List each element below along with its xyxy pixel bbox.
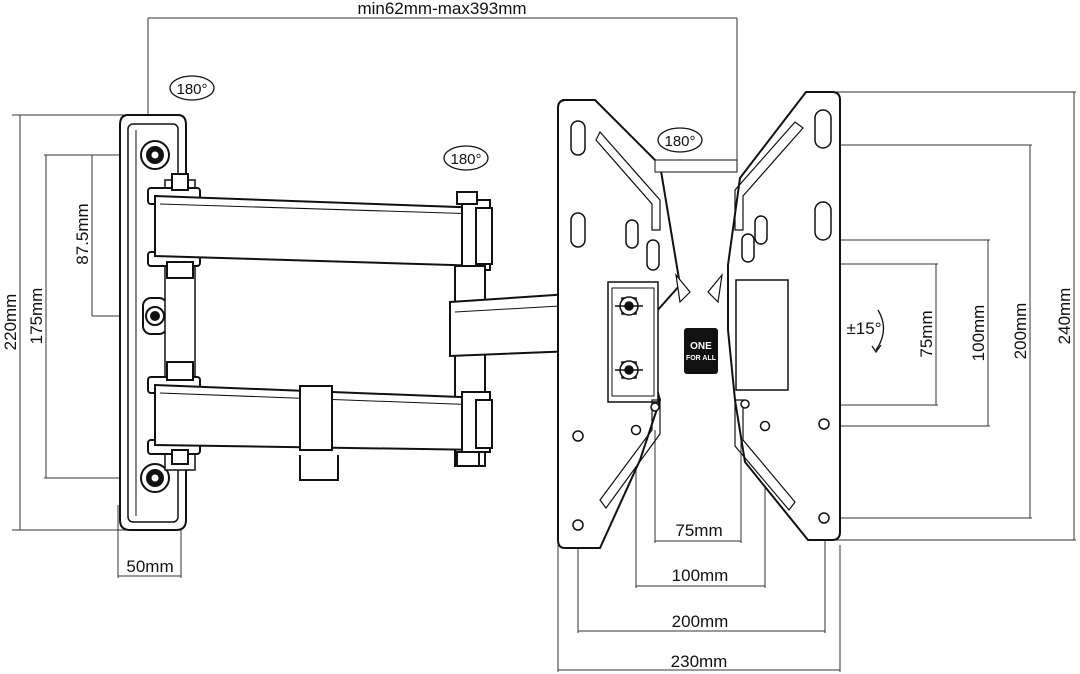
upper-arm	[147, 173, 493, 279]
vesa-plate	[557, 91, 841, 549]
rotation-plate-label: 180°	[664, 133, 695, 150]
height-175-label: 175mm	[27, 288, 46, 345]
logo-line2: FOR ALL	[686, 355, 717, 362]
tilt-knob-bottom	[615, 360, 643, 380]
arm-range-label: min62mm-max393mm	[357, 0, 526, 18]
tilt-label: ±15°	[846, 319, 881, 338]
height-220-label: 220mm	[1, 294, 20, 351]
vesa-h-75-label: 75mm	[917, 310, 936, 357]
brand-logo: ONE FOR ALL	[684, 328, 718, 374]
lower-arm	[147, 361, 493, 481]
width-50-label: 50mm	[126, 557, 173, 576]
logo-line1: ONE	[690, 341, 712, 352]
rotation-indicators	[169, 75, 885, 354]
wall-bolt-top	[140, 140, 170, 170]
vesa-h-100-label: 100mm	[969, 305, 988, 362]
vesa-w-100-label: 100mm	[672, 566, 729, 585]
keyhole-slots	[570, 109, 832, 271]
arm-assembly	[147, 173, 601, 481]
wall-bolt-bottom	[140, 463, 170, 493]
height-87-5-label: 87.5mm	[73, 203, 92, 264]
vesa-w-200-label: 200mm	[672, 612, 729, 631]
tilt-knob-top	[615, 296, 643, 316]
dimension-lines	[12, 17, 1076, 672]
rotation-wall-label: 180°	[176, 81, 207, 98]
rotation-arm-label: 180°	[450, 151, 481, 168]
plate-h-240-label: 240mm	[1055, 288, 1074, 345]
vesa-w-75-label: 75mm	[675, 521, 722, 540]
wall-bolt-middle	[142, 297, 168, 335]
vesa-holes	[572, 399, 830, 531]
plate-w-230-label: 230mm	[671, 652, 728, 671]
vesa-h-200-label: 200mm	[1011, 303, 1030, 360]
